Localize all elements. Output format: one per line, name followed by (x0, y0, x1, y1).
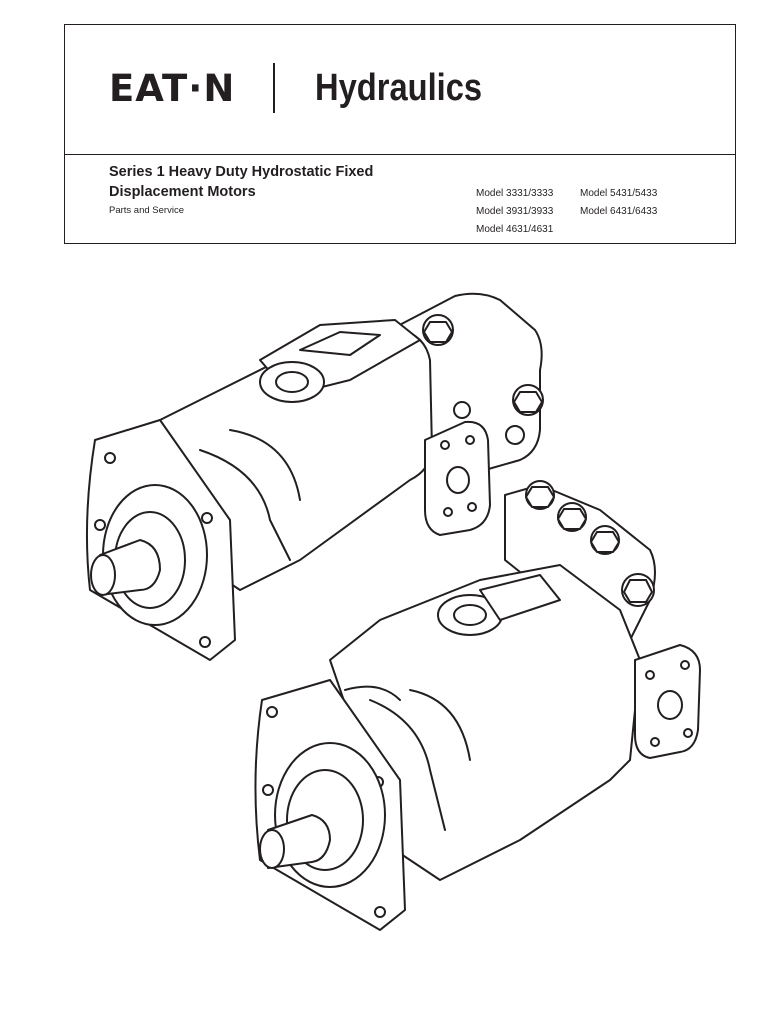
model-list-column-1: Model 3331/3333 Model 3931/3933 Model 46… (476, 185, 553, 239)
brand-banner: EAT·N Hydraulics (65, 25, 735, 155)
logo-divider (273, 63, 275, 113)
hydraulic-motors-illustration (85, 292, 701, 931)
model-item: Model 4631/4631 (476, 224, 554, 235)
motor-lower (254, 480, 701, 931)
eaton-logo: EAT·N (109, 67, 236, 110)
document-header: EAT·N Hydraulics Series 1 Heavy Duty Hyd… (64, 24, 736, 244)
model-item: Model 3331/3333 (476, 188, 554, 199)
document-subtitle: Parts and Service (109, 205, 184, 216)
document-title: Series 1 Heavy Duty Hydrostatic Fixed Di… (109, 164, 374, 200)
model-list-column-2: Model 5431/5433 Model 6431/6433 (580, 185, 657, 221)
division-name: Hydraulics (315, 67, 483, 109)
model-item: Model 6431/6433 (580, 206, 658, 217)
model-item: Model 3931/3933 (476, 206, 554, 217)
model-item: Model 5431/5433 (580, 188, 658, 199)
motor-upper (85, 292, 544, 661)
